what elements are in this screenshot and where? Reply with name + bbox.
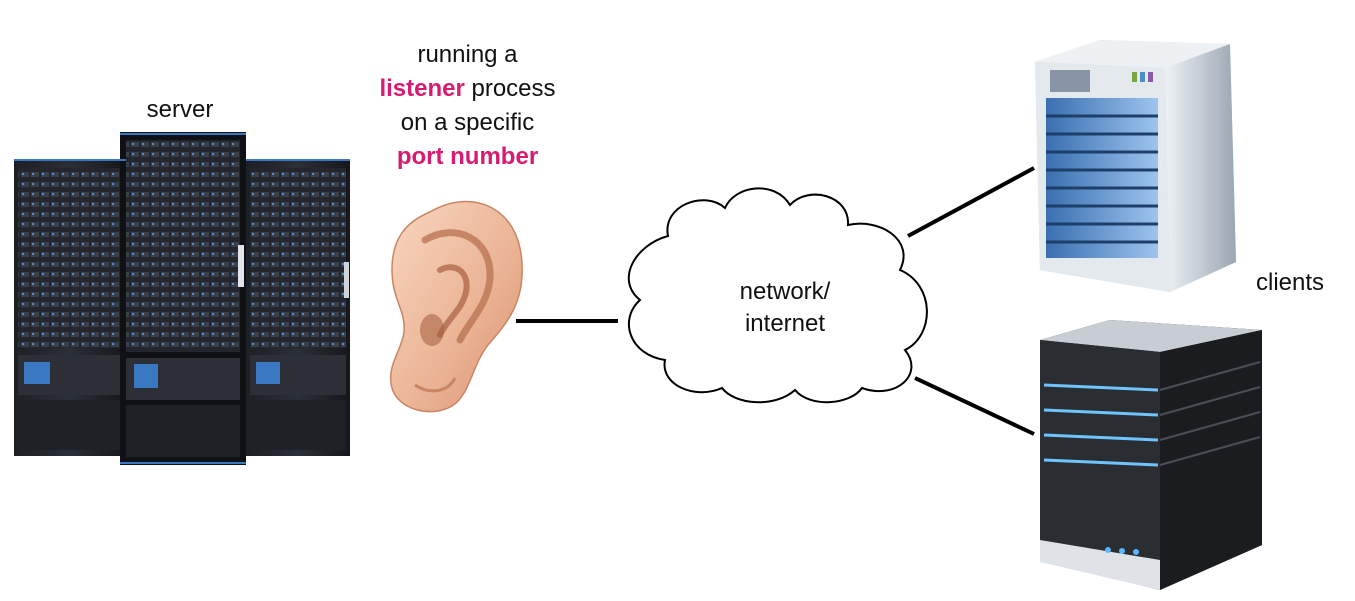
listener-line-2-rest: process: [464, 75, 556, 102]
clients-label-text: clients: [1256, 269, 1325, 296]
port-number-highlight: port number: [396, 143, 539, 170]
server-label-text: server: [146, 96, 214, 123]
network-line-2: internet: [744, 310, 826, 337]
server-rack-icon: [14, 132, 350, 465]
listener-caption: running a listener process on a specific…: [360, 38, 575, 174]
listener-line-1: running a: [417, 41, 518, 68]
cloud-icon: [627, 187, 928, 404]
listener-line-3: on a specific: [400, 109, 535, 136]
server-label: server: [130, 96, 230, 124]
client-tower-icon: [1035, 40, 1236, 292]
client-tower-icon: [1040, 320, 1262, 590]
network-label: network/ internet: [700, 276, 870, 340]
cloud-to-client1-line: [907, 166, 1035, 238]
clients-label: clients: [1256, 269, 1346, 297]
cloud-to-client2-line: [914, 376, 1035, 436]
network-line-1: network/: [739, 278, 831, 305]
listener-line-2: listener process: [360, 72, 575, 106]
listener-highlight: listener: [379, 75, 465, 102]
ear-icon: [389, 200, 523, 413]
